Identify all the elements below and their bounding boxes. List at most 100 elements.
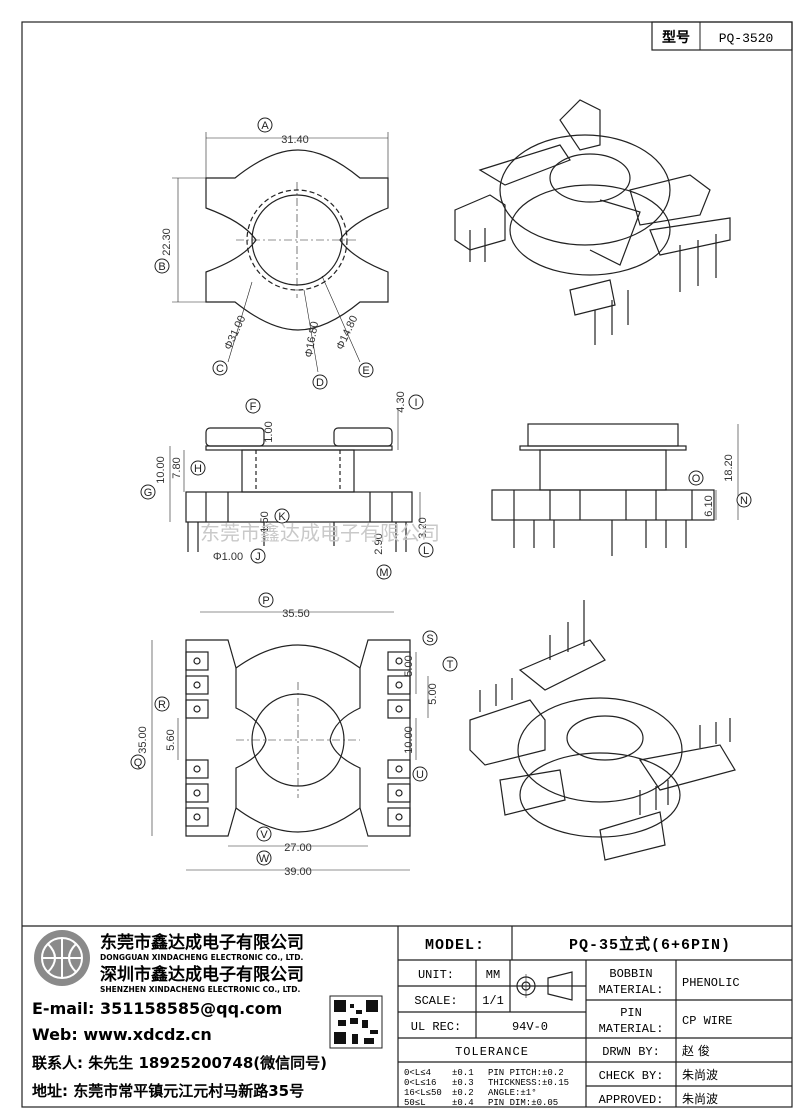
drwn-value: 赵 俊 xyxy=(682,1043,710,1058)
tol-value-1: ±0.1 xyxy=(452,1068,474,1078)
callout-r: R xyxy=(158,699,166,711)
callout-n: N xyxy=(740,495,748,507)
callout-j: J xyxy=(255,551,261,563)
dim-b-value: 22.30 xyxy=(161,228,173,256)
company-en-shenzhen: SHENZHEN XINDACHENG ELECTRONIC CO., LTD. xyxy=(100,985,301,994)
dim-r-value: 5.60 xyxy=(165,729,177,750)
tolerance-label: TOLERANCE xyxy=(455,1045,529,1059)
callout-a: A xyxy=(261,120,269,132)
dim-t-value: 5.00 xyxy=(427,683,439,704)
company-contact: 联系人: 朱先生 18925200748(微信同号) xyxy=(32,1054,327,1072)
callout-v: V xyxy=(260,829,268,841)
bobbin-label-1: BOBBIN xyxy=(609,967,652,981)
dim-h-value: 7.80 xyxy=(171,457,183,478)
callout-d: D xyxy=(316,377,324,389)
sheet-border xyxy=(21,21,793,1108)
company-en-dongguan: DONGGUAN XINDACHENG ELECTRONIC CO., LTD. xyxy=(100,953,303,962)
qr-code xyxy=(329,995,383,1049)
dim-p-value: 35.50 xyxy=(282,608,310,620)
ulrec-value: 94V-0 xyxy=(512,1020,548,1034)
dim-w-value: 39.00 xyxy=(284,866,312,878)
tol-note-1: PIN PITCH:±0.2 xyxy=(488,1068,564,1078)
callout-t: T xyxy=(447,659,454,671)
bottom-view xyxy=(151,611,429,871)
dim-i-value: 4.30 xyxy=(395,391,407,412)
callout-u: U xyxy=(416,769,424,781)
drwn-label: DRWN BY: xyxy=(602,1045,660,1059)
callout-f: F xyxy=(250,401,257,413)
check-label: CHECK BY: xyxy=(599,1069,664,1083)
unit-value: MM xyxy=(486,968,500,982)
tol-range-2: 0<L≤16 xyxy=(404,1078,436,1088)
callouts-side: F G H I J K L M xyxy=(140,394,434,580)
model-value: PQ-35立式(6+6PIN) xyxy=(569,935,731,954)
tol-note-4: PIN DIM:±0.05 xyxy=(488,1098,558,1108)
dim-c-value: Φ31.00 xyxy=(222,314,248,352)
callout-o: O xyxy=(692,473,701,485)
dim-m-value: 2.90 xyxy=(373,533,385,554)
dim-n-value: 18.20 xyxy=(723,454,735,482)
scale-label: SCALE: xyxy=(414,994,457,1008)
company-logo xyxy=(34,930,90,986)
callout-w: W xyxy=(259,853,270,865)
tol-note-3: ANGLE:±1° xyxy=(488,1088,537,1098)
pin-label-1: PIN xyxy=(620,1006,642,1020)
scale-value: 1/1 xyxy=(482,994,504,1008)
callout-p: P xyxy=(262,595,269,607)
company-web[interactable]: Web: www.xdcdz.cn xyxy=(32,1025,212,1044)
dim-k-value: 1.50 xyxy=(259,511,271,532)
dim-q-value: 35.00 xyxy=(137,726,149,754)
unit-label: UNIT: xyxy=(418,968,454,982)
dim-s-value: 5.00 xyxy=(403,655,415,676)
tol-range-4: 50≤L xyxy=(404,1098,426,1108)
tol-range-3: 16<L≤50 xyxy=(404,1088,442,1098)
company-name-shenzhen: 深圳市鑫达成电子有限公司 xyxy=(100,964,304,985)
approved-value: 朱尚波 xyxy=(682,1092,718,1106)
isometric-view-top xyxy=(454,99,731,345)
dim-j-value: Φ1.00 xyxy=(213,551,243,563)
callout-c: C xyxy=(216,363,224,375)
callout-m: M xyxy=(379,567,388,579)
model-label: MODEL: xyxy=(425,937,485,954)
callout-s: S xyxy=(426,633,433,645)
callout-q: Q xyxy=(134,757,143,769)
dim-d-value: Φ16.80 xyxy=(303,321,321,359)
callout-b: B xyxy=(158,261,165,273)
callout-e: E xyxy=(362,365,369,377)
tol-value-4: ±0.4 xyxy=(452,1098,474,1108)
watermark: 东莞市鑫达成电子有限公司 xyxy=(200,521,440,545)
callout-g: G xyxy=(144,487,153,499)
callouts-bottom: P Q R S T U V W xyxy=(130,592,458,866)
dim-l-value: 3.20 xyxy=(417,517,429,538)
callout-k: K xyxy=(278,511,286,523)
top-view xyxy=(172,132,389,373)
ulrec-label: UL REC: xyxy=(411,1020,461,1034)
callouts-front: N O xyxy=(688,470,752,508)
dim-o-value: 6.10 xyxy=(703,495,715,516)
check-value: 朱尚波 xyxy=(682,1068,718,1082)
dim-v-value: 27.00 xyxy=(284,842,312,854)
side-view xyxy=(169,410,421,552)
dim-u-value: 10.00 xyxy=(403,726,415,754)
callout-i: I xyxy=(414,397,417,409)
bobbin-value: PHENOLIC xyxy=(682,976,740,990)
callouts-top: A B C D E xyxy=(154,117,374,390)
tol-value-2: ±0.3 xyxy=(452,1078,474,1088)
callout-h: H xyxy=(194,463,202,475)
callout-l: L xyxy=(423,545,429,557)
dim-e-value: Φ14.80 xyxy=(334,314,360,352)
tol-range-1: 0<L≤4 xyxy=(404,1068,431,1078)
tol-note-2: THICKNESS:±0.15 xyxy=(488,1078,569,1088)
type-value: PQ-3520 xyxy=(719,31,774,46)
company-email[interactable]: E-mail: 351158585@qq.com xyxy=(32,999,282,1018)
front-view xyxy=(491,423,739,556)
type-box: 型号 PQ-3520 xyxy=(651,21,793,51)
company-address: 地址: 东莞市常平镇元江元村马新路35号 xyxy=(32,1082,304,1100)
bobbin-label-2: MATERIAL: xyxy=(599,983,664,997)
pin-label-2: MATERIAL: xyxy=(599,1022,664,1036)
dim-a-value: 31.40 xyxy=(281,134,309,146)
tol-value-3: ±0.2 xyxy=(452,1088,474,1098)
dim-g-value: 10.00 xyxy=(155,456,167,484)
